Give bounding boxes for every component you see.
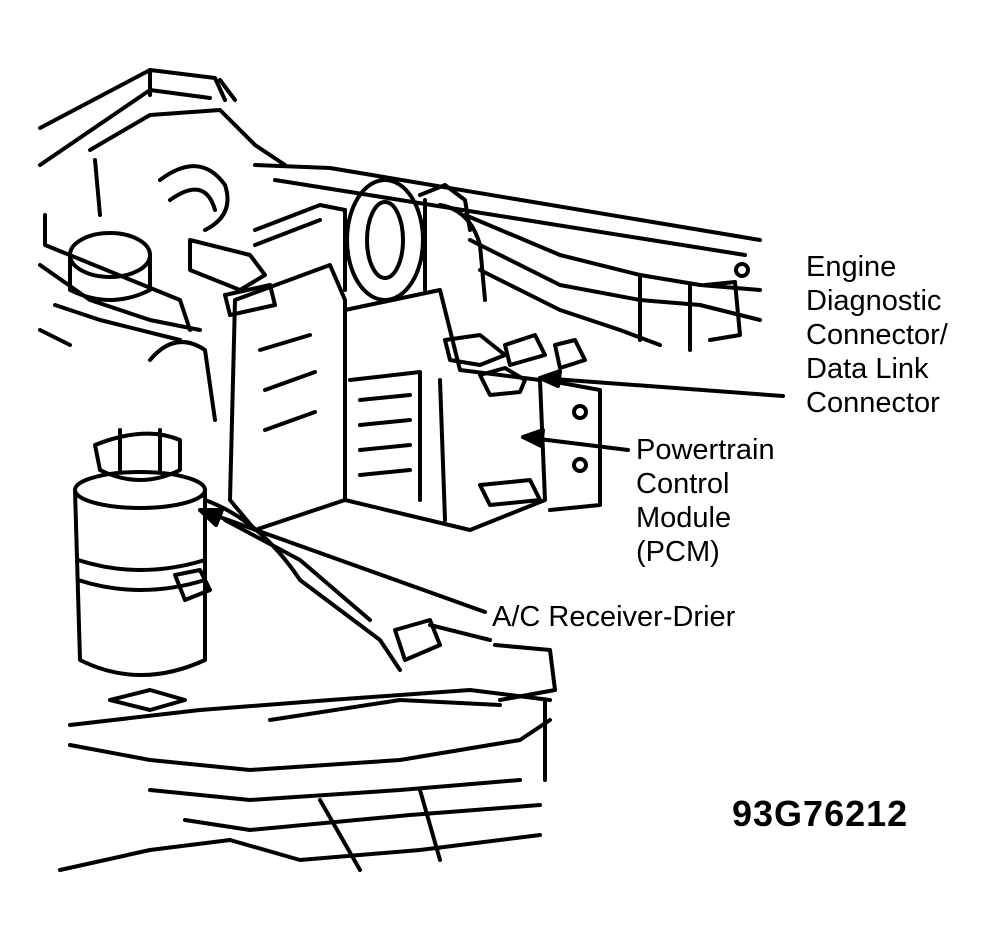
engine-left-components: [38, 164, 347, 347]
callout-line: (PCM): [636, 536, 720, 568]
leader-ac-receiver-drier: [198, 508, 487, 614]
leader-engine-diagnostic: [538, 369, 785, 398]
callout-line: Data Link: [806, 353, 929, 385]
callout-line: Control: [636, 468, 730, 500]
engine-diagnostic-connector-label: Engine Diagnostic Connector/ Data Link C…: [806, 250, 948, 420]
wiring-harness: [343, 178, 762, 397]
callout-line: Module: [636, 502, 732, 534]
callout-line: Diagnostic: [806, 285, 942, 317]
engine-block: [148, 263, 347, 532]
ac-receiver-drier-label: A/C Receiver-Drier: [492, 601, 736, 633]
callout-line: Connector: [806, 387, 940, 419]
callout-line: Engine: [806, 251, 897, 283]
ac-receiver-drier-canister: [73, 428, 212, 677]
callout-line: Connector/: [806, 319, 948, 351]
pcm-module: [343, 288, 602, 532]
hood-outline: [38, 68, 762, 257]
powertrain-control-module-label: Powertrain Control Module (PCM): [636, 433, 775, 569]
callout-line: Powertrain: [636, 434, 775, 466]
lower-body-panel: [58, 498, 557, 872]
leader-pcm: [521, 428, 630, 452]
figure-id: 93G76212: [732, 793, 909, 834]
